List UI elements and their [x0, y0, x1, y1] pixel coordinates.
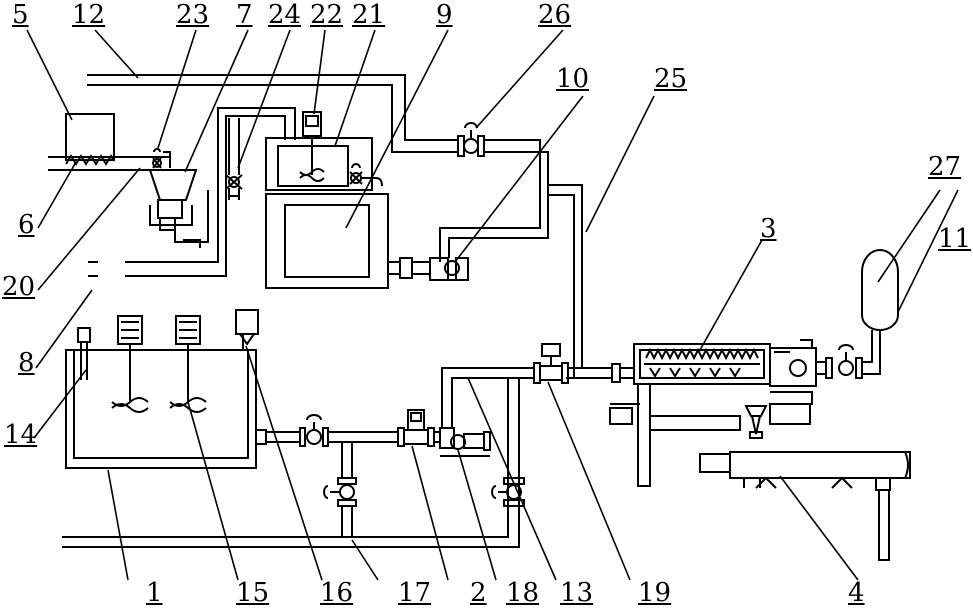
label-15: 15: [236, 578, 270, 608]
valve-26: [457, 122, 485, 157]
label-6: 6: [18, 210, 35, 240]
label-11: 11: [938, 224, 972, 254]
screw-flights: [645, 347, 759, 361]
label-20: 20: [2, 272, 36, 302]
valve-24: [225, 118, 243, 200]
separator-3: [609, 339, 817, 487]
level-gauge-14: [77, 327, 91, 380]
label-13: 13: [560, 578, 594, 608]
label-16: 16: [320, 578, 354, 608]
label-12: 12: [72, 0, 106, 30]
label-7: 7: [236, 0, 253, 30]
conveyor-4: [699, 451, 911, 561]
label-4: 4: [848, 578, 865, 608]
label-24: 24: [268, 0, 302, 30]
tank-1-outlet-line: [255, 414, 398, 447]
flowmeter-2: [397, 409, 435, 447]
pipe-25: [548, 184, 583, 379]
label-3: 3: [760, 214, 777, 244]
tank-5: [48, 113, 171, 171]
vessel-27: [861, 249, 899, 331]
pipe-13: [441, 367, 534, 428]
pipe-12: [87, 74, 458, 153]
mixing-tank-1: [65, 349, 257, 469]
pump-10: [388, 139, 549, 281]
leader-lines: [26, 29, 959, 581]
mixer-tank-21: [265, 111, 373, 191]
label-25: 25: [654, 64, 688, 94]
label-17: 17: [398, 578, 432, 608]
agitator-15-b: [169, 315, 207, 413]
tank-21-outlet: [349, 163, 383, 187]
hopper-7: [148, 169, 209, 248]
label-19: 19: [638, 578, 672, 608]
label-10: 10: [556, 64, 590, 94]
label-21: 21: [352, 0, 386, 30]
label-1: 1: [146, 578, 163, 608]
label-2: 2: [470, 578, 487, 608]
label-5: 5: [12, 0, 29, 30]
heater-6-coil: [65, 154, 115, 166]
label-23: 23: [176, 0, 210, 30]
pipe-8: [88, 107, 296, 277]
valve-27-line: [816, 330, 881, 379]
label-14: 14: [4, 420, 38, 450]
pump-18: [434, 427, 491, 457]
valve-23: [152, 148, 162, 169]
label-8: 8: [18, 348, 35, 378]
label-18: 18: [506, 578, 540, 608]
valve-19: [533, 343, 612, 384]
branch-valve-right: [491, 378, 525, 507]
label-22: 22: [310, 0, 344, 30]
pipe-17: [62, 478, 520, 548]
tank-9: [265, 193, 389, 289]
agitator-15-a: [111, 315, 149, 413]
branch-valve-left: [323, 442, 357, 537]
label-27: 27: [928, 152, 962, 182]
label-9: 9: [436, 0, 453, 30]
sensor-16: [235, 309, 259, 350]
label-26: 26: [538, 0, 572, 30]
